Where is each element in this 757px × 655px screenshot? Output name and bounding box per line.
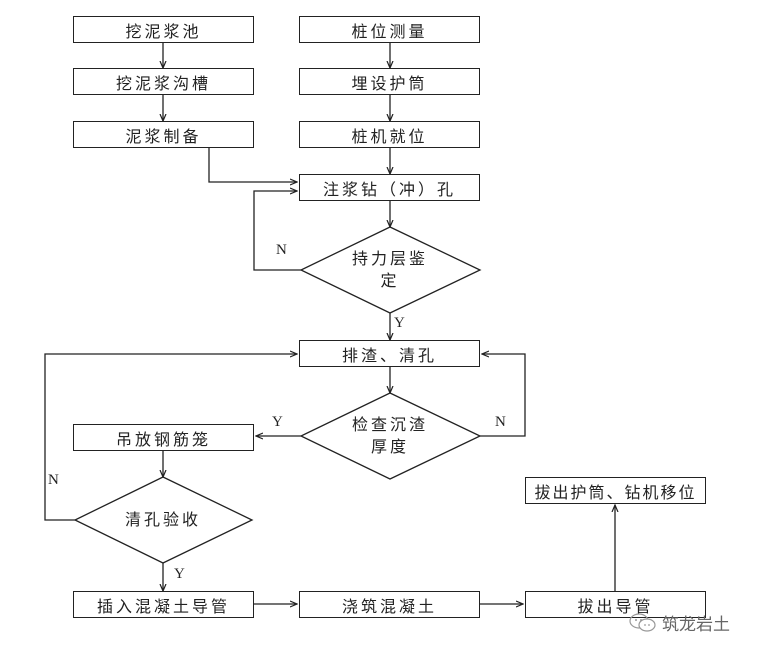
edge-sediment-no bbox=[480, 354, 526, 437]
label-bearing-yes: Y bbox=[394, 315, 405, 331]
node-dig-mud-trench: 挖泥浆沟槽 bbox=[73, 68, 254, 95]
decision-sediment-text: 检查沉渣 厚度 bbox=[330, 414, 450, 458]
decision-clean-acceptance bbox=[73, 476, 254, 564]
label-accept-no: N bbox=[48, 472, 59, 488]
label-bearing-no: N bbox=[276, 242, 287, 258]
decision-sediment-line2: 厚度 bbox=[370, 437, 409, 456]
node-pull-tremie: 拔出导管 bbox=[525, 591, 706, 618]
decision-sediment-line1: 检查沉渣 bbox=[351, 415, 428, 434]
node-grout-drilling: 注浆钻（冲）孔 bbox=[299, 174, 480, 201]
decision-accept-line1: 清孔验收 bbox=[124, 510, 201, 529]
edge-accept-no bbox=[44, 354, 297, 521]
wechat-icon bbox=[629, 612, 656, 632]
node-insert-tremie: 插入混凝土导管 bbox=[73, 591, 254, 618]
node-lower-rebar-cage: 吊放钢筋笼 bbox=[73, 424, 254, 451]
watermark-text: 筑龙岩土 bbox=[662, 615, 730, 635]
node-dig-mud-pool: 挖泥浆池 bbox=[73, 16, 254, 43]
node-bury-casing: 埋设护筒 bbox=[299, 68, 480, 95]
node-slag-clean-hole: 排渣、清孔 bbox=[299, 340, 480, 367]
node-pull-casing-move-rig: 拔出护筒、钻机移位 bbox=[525, 477, 706, 504]
label-accept-yes: Y bbox=[174, 566, 185, 582]
node-pile-survey: 桩位测量 bbox=[299, 16, 480, 43]
node-mud-preparation: 泥浆制备 bbox=[73, 121, 254, 148]
edge-mudprep-to-drill bbox=[208, 147, 297, 182]
decision-sediment-thickness bbox=[299, 392, 482, 480]
label-sediment-yes: Y bbox=[272, 414, 283, 430]
watermark: 筑龙岩土 bbox=[628, 610, 730, 635]
decision-bearing-line2: 定 bbox=[380, 271, 400, 290]
edge-bearing-no bbox=[253, 191, 301, 271]
decision-bearing-layer bbox=[299, 226, 482, 314]
decision-bearing-layer-text: 持力层鉴 定 bbox=[330, 248, 450, 292]
node-rig-positioning: 桩机就位 bbox=[299, 121, 480, 148]
decision-bearing-line1: 持力层鉴 bbox=[351, 249, 428, 268]
label-sediment-no: N bbox=[495, 414, 506, 430]
node-pour-concrete: 浇筑混凝土 bbox=[299, 591, 480, 618]
decision-clean-acceptance-text: 清孔验收 bbox=[103, 509, 223, 531]
